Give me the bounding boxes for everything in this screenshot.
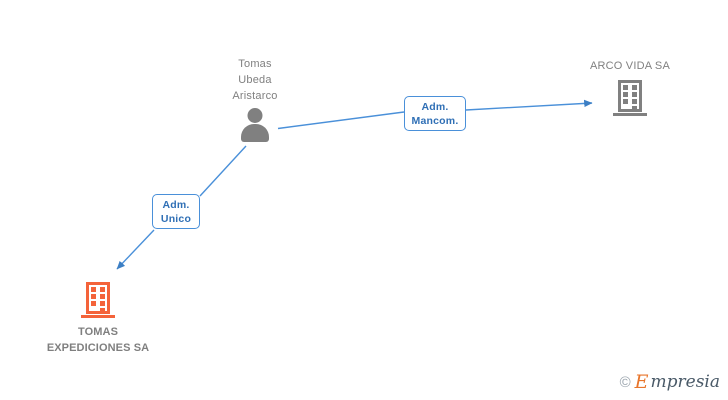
building-icon-window: [100, 301, 105, 306]
edge-line-mancom-right: [465, 99, 593, 111]
node-person-tomas-ubeda-aristarco[interactable]: Tomas Ubeda Aristarco: [205, 56, 305, 142]
edge-label-adm-unico[interactable]: Adm. Unico: [152, 194, 200, 229]
node-company-arco-vida-sa[interactable]: ARCO VIDA SA: [580, 58, 680, 116]
node-company-arco-label: ARCO VIDA SA: [589, 60, 671, 72]
person-icon: [205, 108, 305, 142]
building-icon-tower: [618, 80, 642, 112]
edge-line-unico-top: [199, 145, 247, 197]
building-icon-window: [632, 85, 637, 90]
node-company-tomas-expediciones-sa[interactable]: TOMAS EXPEDICIONES SA: [30, 282, 166, 356]
building-icon-base: [81, 315, 115, 318]
person-icon-head: [247, 108, 263, 123]
building-icon-window: [91, 287, 96, 292]
watermark-brand-initial: E: [634, 371, 649, 393]
building-icon-window: [91, 294, 96, 299]
building-icon-base: [613, 113, 647, 116]
building-icon: [81, 282, 115, 318]
building-icon-window: [632, 99, 637, 104]
node-company-tomas-label: TOMAS EXPEDICIONES SA: [46, 326, 150, 354]
building-icon-window: [623, 92, 628, 97]
edge-line-unico-bottom: [116, 229, 155, 270]
building-icon-window: [100, 294, 105, 299]
copyright-icon: ©: [619, 374, 631, 391]
building-icon: [613, 80, 647, 116]
building-icon-window: [623, 99, 628, 104]
building-icon-window: [623, 85, 628, 90]
building-icon-window: [91, 301, 96, 306]
building-icon-window: [632, 92, 637, 97]
watermark: © E mpresia: [620, 373, 720, 392]
building-icon-window: [100, 287, 105, 292]
node-person-label: Tomas Ubeda Aristarco: [232, 58, 278, 102]
building-icon-tower: [86, 282, 110, 314]
person-icon-body: [241, 124, 269, 142]
edge-label-adm-mancom[interactable]: Adm. Mancom.: [404, 96, 466, 131]
edge-line-mancom-left: [277, 111, 405, 130]
building-icon-window: [100, 308, 105, 311]
building-icon-window: [632, 106, 637, 109]
watermark-brand-rest: mpresia: [650, 372, 721, 392]
